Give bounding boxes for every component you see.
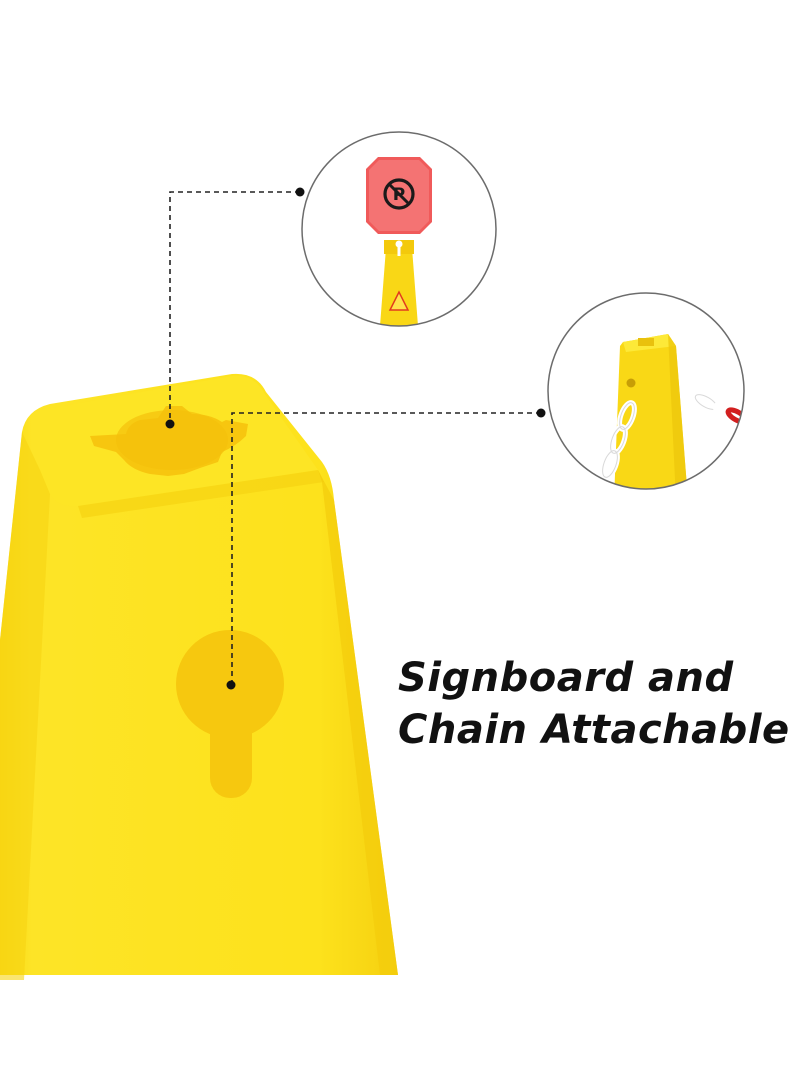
chain-inset [547, 292, 745, 490]
no-parking-icon: P [366, 157, 432, 234]
signboard-inset: P [301, 131, 497, 327]
headline-line-1: Signboard and [398, 655, 734, 701]
connector-dots [165, 187, 546, 690]
connector-lines [169, 191, 541, 684]
headline-line-2: Chain Attachable [398, 707, 790, 753]
cone-top-socket [90, 406, 248, 476]
headline: Signboard and Chain Attachable [398, 652, 790, 756]
svg-text:P: P [393, 185, 405, 205]
chain-links [600, 392, 744, 480]
